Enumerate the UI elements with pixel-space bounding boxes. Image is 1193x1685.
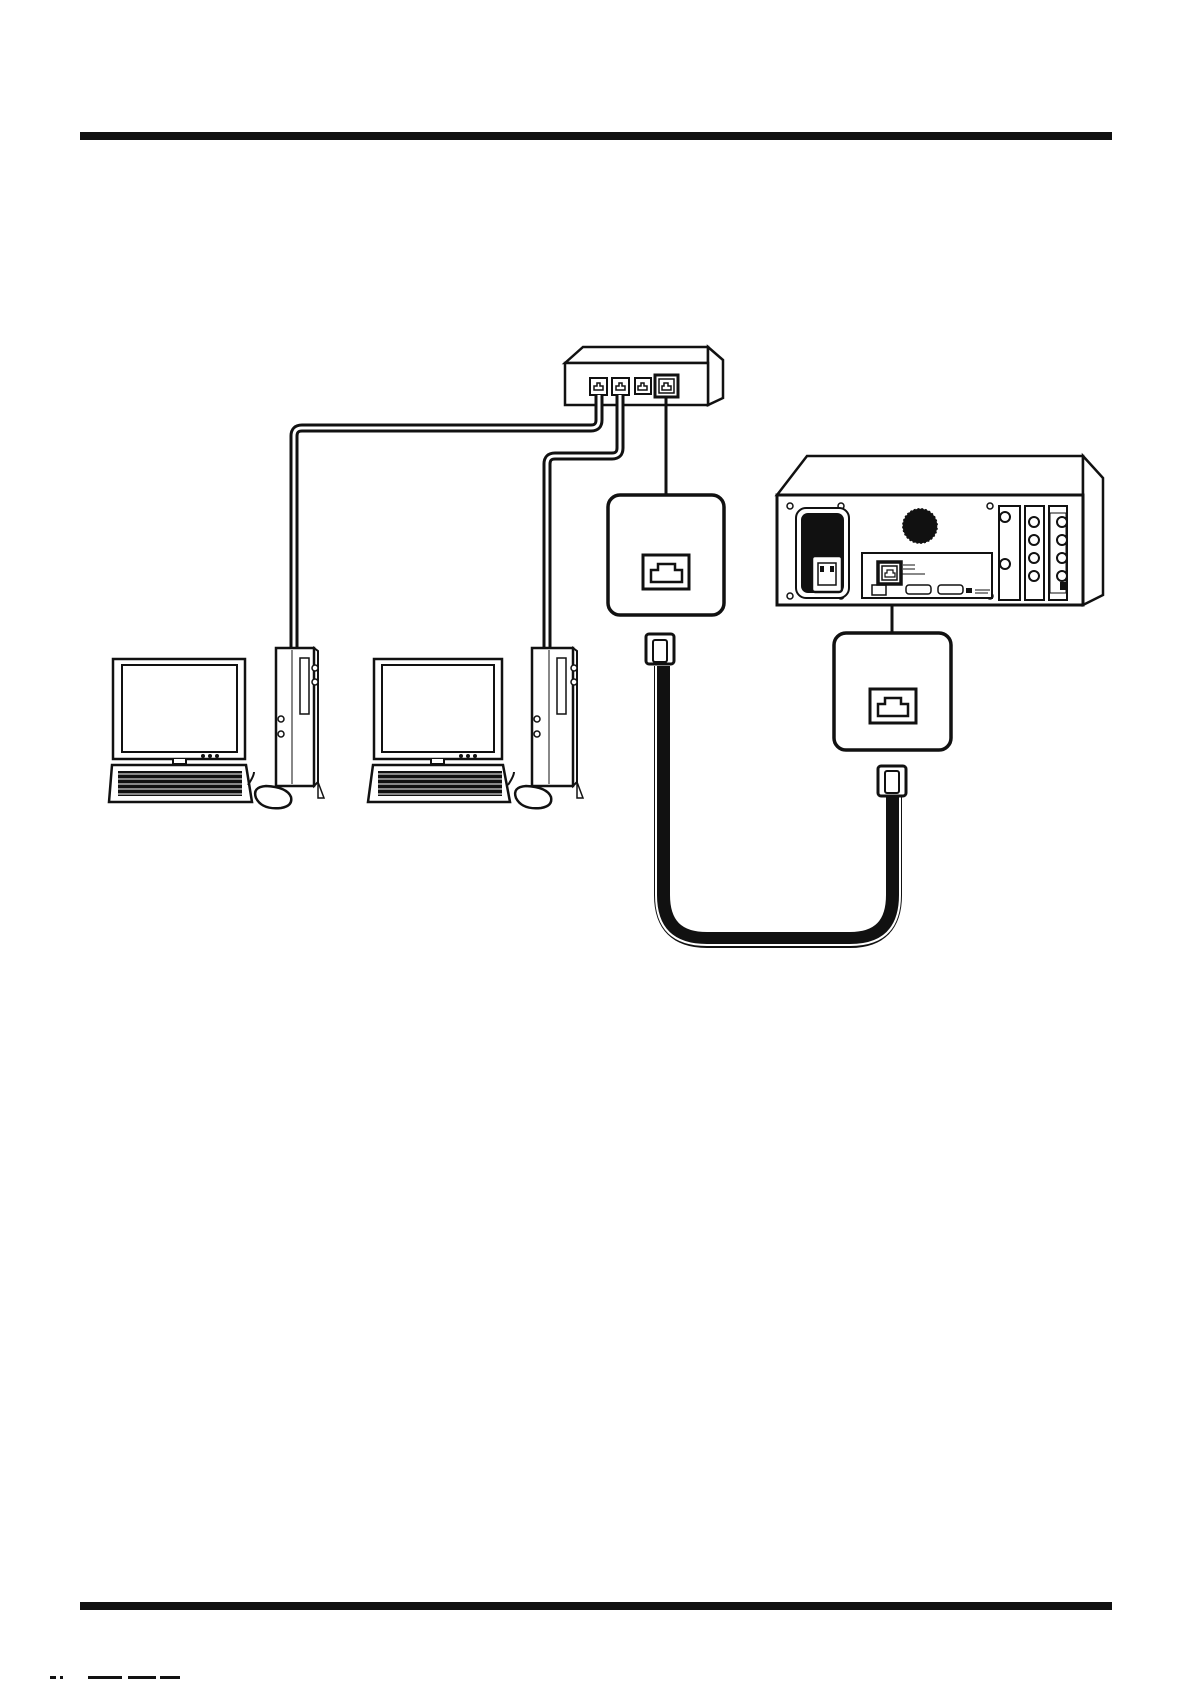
- hub-port-1: [590, 378, 607, 395]
- pc-1-monitor: [113, 659, 245, 764]
- hub-port-3: [635, 378, 651, 394]
- wall-jack-hub-side: [608, 495, 724, 615]
- pc-2-monitor: [374, 659, 502, 764]
- fan-vent-grille: [902, 508, 938, 544]
- rj45-plug-left: [646, 634, 674, 664]
- pc-1-keyboard: [109, 765, 252, 802]
- pc-2-keyboard: [368, 765, 510, 802]
- pc-2-tower: [532, 648, 583, 798]
- power-inlet: [812, 556, 842, 592]
- network-hub: [565, 347, 723, 405]
- wall-jack-device-side: [834, 633, 951, 750]
- hub-top-face: [565, 347, 708, 363]
- lan-port: [878, 562, 901, 584]
- pc-2: [368, 648, 583, 808]
- pc-1-tower: [276, 648, 324, 798]
- pc-1: [109, 648, 324, 808]
- hub-port-4: [655, 375, 678, 397]
- footer-marks: [40, 1672, 190, 1682]
- cable-hub-to-pc-1: [294, 395, 599, 648]
- rear-panel-device: [777, 456, 1103, 605]
- hub-port-2: [612, 378, 629, 395]
- rj45-plug-right: [878, 766, 906, 796]
- expansion-cards: [999, 506, 1067, 600]
- hub-side-face: [708, 347, 723, 405]
